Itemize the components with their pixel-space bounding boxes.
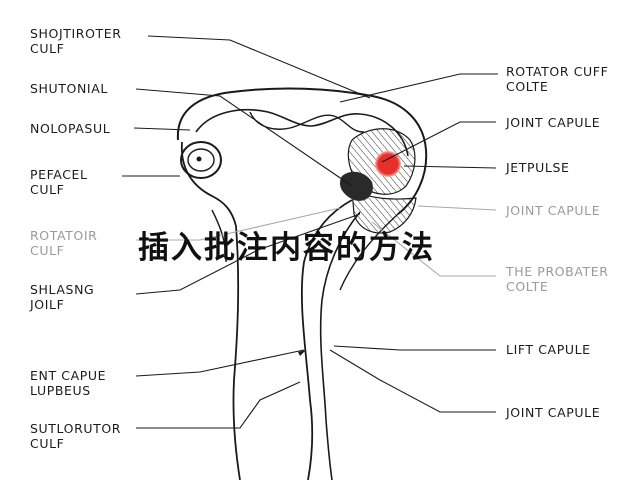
label-right-7-line-1: JOINT CAPULE (506, 405, 601, 420)
label-right-5-line-1: THE PROBATER (506, 264, 609, 279)
medial-contour (339, 213, 399, 291)
label-left-4-line-1: PEFACEL (30, 167, 88, 182)
label-right-1-line-2: COLTE (506, 79, 549, 94)
bursa-dark (339, 171, 373, 201)
label-left-2: SHUTONIAL (30, 81, 108, 96)
humerus-shaft-center (300, 199, 353, 480)
label-left-1: SHOJTIROTER CULF (30, 26, 122, 56)
leader-lines-left-faint (136, 207, 341, 241)
leader-l7 (135, 349, 305, 377)
leader-l6 (135, 213, 361, 295)
label-left-5-line-2: CULF (30, 243, 65, 258)
hatched-cartilage-lower (351, 188, 417, 234)
leader-r4 (417, 205, 497, 211)
label-right-2: JOINT CAPULE (506, 115, 600, 130)
label-left-4: PEFACEL CULF (30, 167, 88, 197)
label-left-6-line-1: SHLASNG (30, 282, 95, 297)
label-left-3-line-1: NOLOPASUL (30, 121, 111, 136)
humerus-shaft-left (232, 225, 241, 480)
humerus-shaft-left-inner (211, 209, 227, 263)
label-right-1: ROTATOR CUFF COLTE (506, 64, 608, 94)
label-right-5-line-2: COLTE (506, 279, 549, 294)
leader-l5 (136, 207, 341, 241)
leader-l1 (147, 35, 371, 99)
leader-r1 (339, 73, 498, 103)
label-left-8-line-1: SUTLORUTOR (30, 421, 122, 436)
leader-lines-left (122, 35, 371, 429)
leader-r7 (329, 349, 496, 413)
leader-r6 (333, 345, 496, 351)
label-left-5: ROTATOIR CULF (30, 228, 97, 258)
label-right-1-line-1: ROTATOR CUFF (506, 64, 609, 79)
label-right-7: JOINT CAPULE (506, 405, 600, 420)
leader-r2 (381, 121, 496, 163)
label-right-3: JETPULSE (506, 160, 570, 175)
label-left-2-line-1: SHUTONIAL (30, 81, 108, 96)
highlight-marker (375, 151, 401, 177)
label-left-4-line-2: CULF (30, 182, 65, 197)
label-left-8: SUTLORUTOR CULF (30, 421, 121, 451)
label-left-1-line-2: CULF (30, 41, 65, 56)
leader-lines-right-faint (371, 205, 497, 277)
label-right-3-line-1: JETPULSE (506, 160, 570, 175)
leader-r3 (403, 165, 497, 169)
label-right-5: THE PROBATER COLTE (506, 264, 609, 294)
glenoid-dot (196, 156, 202, 162)
articular-surface (195, 109, 409, 157)
leader-l3 (133, 127, 191, 131)
label-left-6-line-2: JOILF (30, 297, 65, 312)
label-right-4-line-1: JOINT CAPULE (506, 203, 601, 218)
label-left-3: NOLOPASUL (30, 121, 110, 136)
humerus-head-outline (176, 87, 428, 215)
label-left-7: ENT CAPUE LUPBEUS (30, 368, 106, 398)
label-right-2-line-1: JOINT CAPULE (506, 115, 601, 130)
glenoid-inner (187, 148, 215, 172)
label-left-5-line-1: ROTATOIR (30, 228, 98, 243)
label-left-8-line-2: CULF (30, 436, 65, 451)
label-left-7-line-2: LUPBEUS (30, 383, 91, 398)
leader-lines-right (329, 73, 498, 413)
humerus-shaft-center-inner (319, 211, 361, 480)
label-right-6: LIFT CAPULE (506, 342, 591, 357)
label-right-4: JOINT CAPULE (506, 203, 600, 218)
label-left-6: SHLASNG JOILF (30, 282, 94, 312)
arrow-head-shaft (298, 350, 306, 356)
head-lateral-edge (180, 141, 237, 227)
overlay-caption: 插入批注内容的方法 (138, 230, 435, 266)
leader-l8 (136, 381, 301, 429)
label-right-6-line-1: LIFT CAPULE (506, 342, 591, 357)
leader-l2 (135, 88, 353, 187)
leader-r5 (371, 221, 496, 277)
label-left-7-line-1: ENT CAPUE (30, 368, 107, 383)
label-left-1-line-1: SHOJTIROTER (30, 26, 122, 41)
